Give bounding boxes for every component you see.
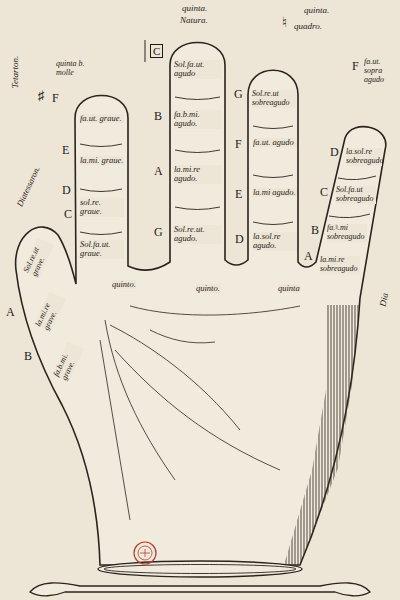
clef-letter: C	[150, 44, 163, 58]
crease	[80, 189, 122, 192]
solmization-label: la.mi. graue.	[80, 156, 124, 165]
solmization-label: quinta	[278, 284, 300, 293]
gamut-letter: A	[304, 250, 313, 263]
solmization-label: fa.b.mi. agudo.	[174, 110, 222, 129]
crease	[253, 126, 293, 129]
palm-line	[100, 340, 130, 520]
solmization-label: fa.♮.mi sobreagudo	[327, 224, 367, 242]
solmization-label: quinta.	[182, 4, 207, 14]
solmization-label: Natura.	[180, 16, 208, 26]
gamut-letter: C	[64, 208, 72, 221]
gamut-letter: F	[235, 138, 242, 151]
solmization-label: quadro.	[294, 22, 322, 32]
wrist-cuff	[98, 561, 302, 577]
gamut-letter: ♯	[38, 89, 45, 103]
gamut-letter: A	[6, 306, 15, 319]
gamut-letter: F	[52, 92, 59, 105]
solmization-label: la.mi agudo.	[253, 188, 297, 197]
palm-line	[130, 306, 300, 315]
finger-creases	[80, 97, 376, 235]
solmization-label: Sol.re.ut sobreagudo	[252, 90, 296, 108]
gamut-letter: G	[234, 88, 243, 101]
solmization-label: la.mi.re sobreagudo	[320, 256, 360, 274]
solmization-label: quinta.	[304, 6, 329, 16]
solmization-label: Sol.fa.ut sobreagudo	[336, 186, 376, 204]
solmization-label: Sol.fa.ut. graue.	[80, 240, 124, 259]
palm-line	[105, 320, 175, 480]
crease	[175, 97, 220, 100]
gamut-letter: E	[62, 144, 69, 157]
solmization-label: la.mi.re grave.	[34, 292, 65, 332]
gamut-letter: B	[311, 224, 319, 237]
solmization-label: la.sol.re agudo.	[253, 232, 297, 251]
solmization-label: quinto.	[112, 280, 136, 289]
hand-outline	[16, 43, 386, 566]
palm-line	[115, 350, 280, 470]
palm-lines	[100, 306, 300, 520]
stamp-ring	[134, 542, 156, 564]
gamut-letter: F	[352, 60, 359, 73]
palm-line	[150, 330, 215, 343]
solmization-label: fa.ut. graue.	[80, 114, 124, 123]
solmization-label: Sol.re.ut. agudo.	[174, 225, 222, 244]
gamut-letter: D	[235, 233, 244, 246]
solmization-label: Sol.fa.ut. agudo	[174, 60, 222, 79]
crease	[80, 232, 122, 235]
gamut-letter: C	[320, 186, 328, 199]
gamut-letter: ♮	[282, 15, 287, 30]
solmization-label: fa.ut. agudo	[253, 138, 297, 147]
gamut-letter: A	[154, 165, 163, 178]
gamut-letter: D	[330, 146, 339, 159]
crease	[253, 222, 293, 225]
solmization-label: la.mi.re agudo.	[174, 165, 222, 184]
stamp-ring	[138, 546, 152, 560]
palm-line	[110, 325, 240, 430]
solmization-label: fa.b.mi. grave.	[52, 342, 83, 382]
solmization-label: fa.ut. sopra agudo	[364, 58, 396, 84]
gamut-letter: E	[235, 188, 242, 201]
gamut-letter: B	[154, 110, 162, 123]
stand-base	[30, 583, 370, 596]
solmization-label: la.sol.re sobreagudo	[346, 148, 382, 166]
solmization-label: Diatessaron.	[15, 165, 42, 208]
gamut-letter: D	[62, 184, 71, 197]
crease	[253, 175, 293, 178]
wrist-cuff-inner	[104, 565, 296, 574]
library-stamp	[134, 542, 156, 564]
crease	[175, 207, 220, 210]
gamut-letter: B	[24, 350, 32, 363]
stamp-mark	[140, 549, 150, 557]
crease	[329, 214, 370, 218]
solmization-label: quinta b. molle	[56, 60, 94, 78]
solmization-label: sol.re. graue.	[80, 198, 124, 217]
solmization-label: Tetarton.	[11, 56, 21, 88]
solmization-label: Sol.re.ut grave.	[22, 238, 53, 278]
solmization-label: Dia	[379, 292, 391, 307]
solmization-label: quinto.	[196, 284, 220, 293]
crease	[80, 144, 122, 147]
crease	[338, 176, 376, 180]
crease	[175, 150, 220, 153]
palm-shading	[284, 305, 359, 565]
clef-rule	[145, 40, 146, 62]
gamut-letter: G	[154, 226, 163, 239]
